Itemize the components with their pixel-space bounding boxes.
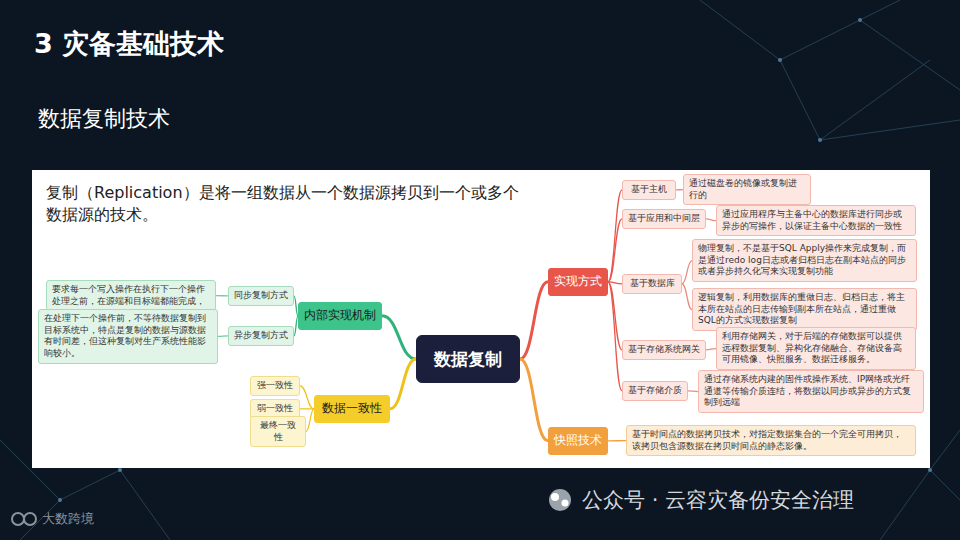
node-text: 异步复制方式 (234, 330, 288, 342)
branch-box: 实现方式 (548, 268, 608, 296)
slide-title: 3 灾备基础技术 (34, 26, 224, 62)
node-text: 数据复制 (434, 348, 502, 370)
sub-box: 异步复制方式 (228, 326, 294, 346)
branch-connector (608, 282, 622, 284)
node-text: 弱一致性 (257, 403, 293, 415)
branch-connector (682, 284, 692, 310)
branch-connector (676, 189, 683, 190)
branch-connector (218, 335, 228, 337)
branch-connector (382, 316, 416, 359)
desc-box: 要求每一个写入操作在执行下一个操作处理之前，在源端和目标端都能完成， (46, 280, 216, 311)
branch-connector (608, 219, 622, 282)
branch-connector (608, 282, 622, 391)
sub-box: 强一致性 (250, 376, 300, 396)
watermark: 公众号 · 云容灾备份安全治理 (582, 486, 854, 514)
node-text: 通过存储系统内建的固件或操作系统、IP网络或光纤通道等传输介质连结，将数据以同步… (704, 374, 918, 409)
node-text: 逻辑复制，利用数据库的重做日志、归档日志，将主本所在站点的日志传输到副本所在站点… (698, 292, 911, 327)
desc-box: 逻辑复制，利用数据库的重做日志、归档日志，将主本所在站点的日志传输到副本所在站点… (692, 288, 917, 331)
desc-box: 通过应用程序与主备中心的数据库进行同步或异步的写操作，以保证主备中心数据的一致性 (716, 205, 916, 236)
branch-connector (608, 282, 622, 350)
node-text: 快照技术 (554, 433, 602, 449)
central-topic: 数据复制 (416, 335, 520, 383)
node-text: 要求每一个写入操作在执行下一个操作处理之前，在源端和目标端都能完成， (52, 284, 210, 307)
sub-box: 基于主机 (622, 180, 676, 200)
desc-box: 在处理下一个操作前，不等待数据复制到目标系统中，特点是复制的数据与源数据有时间差… (38, 309, 218, 364)
branch-connector (390, 359, 416, 409)
branch-connector (300, 408, 314, 409)
branch-connector (216, 295, 228, 296)
node-text: 内部实现机制 (304, 308, 376, 324)
node-text: 在处理下一个操作前，不等待数据复制到目标系统中，特点是复制的数据与源数据有时间差… (44, 313, 212, 360)
branch-box: 内部实现机制 (298, 302, 382, 330)
node-text: 最终一致性 (256, 420, 300, 443)
node-text: 基于存储介质 (628, 385, 682, 397)
branch-box: 快照技术 (548, 427, 608, 455)
node-text: 通过应用程序与主备中心的数据库进行同步或异步的写操作，以保证主备中心数据的一致性 (722, 209, 910, 232)
sub-box: 基于存储系统网关 (622, 340, 706, 360)
branch-connector (306, 409, 314, 432)
branch-connector (688, 390, 698, 392)
node-text: 基于时间点的数据拷贝技术，对指定数据集合的一个完全可用拷贝，该拷贝包含源数据在拷… (632, 429, 910, 452)
branch-connector (706, 349, 716, 350)
desc-box: 基于时间点的数据拷贝技术，对指定数据集合的一个完全可用拷贝，该拷贝包含源数据在拷… (626, 425, 916, 456)
branch-connector (608, 440, 626, 441)
sub-box: 基于数据库 (622, 274, 682, 294)
sub-box: 基于应用和中间层 (622, 209, 706, 229)
node-text: 基于应用和中间层 (628, 213, 700, 225)
branch-connector (520, 359, 548, 441)
node-text: 强一致性 (257, 380, 293, 392)
node-text: 利用存储网关，对于后端的存储数据可以提供远程数据复制、异构化存储融合、存储设备高… (722, 331, 910, 366)
desc-box: 利用存储网关，对于后端的存储数据可以提供远程数据复制、异构化存储融合、存储设备高… (716, 327, 916, 370)
node-text: 基于主机 (631, 184, 667, 196)
node-text: 数据一致性 (322, 401, 382, 417)
node-text: 物理复制，不是基于SQL Apply操作来完成复制，而是通过redo log日志… (698, 243, 911, 278)
intro-text: 复制（Replication）是将一组数据从一个数据源拷贝到一个或多个数据源的技… (46, 182, 526, 225)
node-text: 实现方式 (554, 274, 602, 290)
branch-box: 数据一致性 (314, 395, 390, 423)
branch-connector (608, 190, 622, 282)
node-text: 基于数据库 (630, 278, 675, 290)
node-text: 基于存储系统网关 (628, 344, 700, 356)
branch-connector (706, 219, 716, 221)
desc-box: 通过磁盘卷的镜像或复制进行的 (683, 174, 811, 205)
node-text: 同步复制方式 (234, 290, 288, 302)
sub-box: 同步复制方式 (228, 286, 294, 306)
desc-box: 通过存储系统内建的固件或操作系统、IP网络或光纤通道等传输介质连结，将数据以同步… (698, 370, 924, 413)
branch-connector (300, 386, 314, 409)
desc-box: 物理复制，不是基于SQL Apply操作来完成复制，而是通过redo log日志… (692, 239, 917, 282)
sub-box: 最终一致性 (250, 416, 306, 447)
slide-subtitle: 数据复制技术 (38, 104, 170, 134)
branch-connector (520, 282, 548, 359)
branch-connector (682, 261, 692, 284)
logo-text: 大数跨境 (42, 510, 94, 528)
sub-box: 基于存储介质 (622, 381, 688, 401)
node-text: 通过磁盘卷的镜像或复制进行的 (689, 178, 805, 201)
